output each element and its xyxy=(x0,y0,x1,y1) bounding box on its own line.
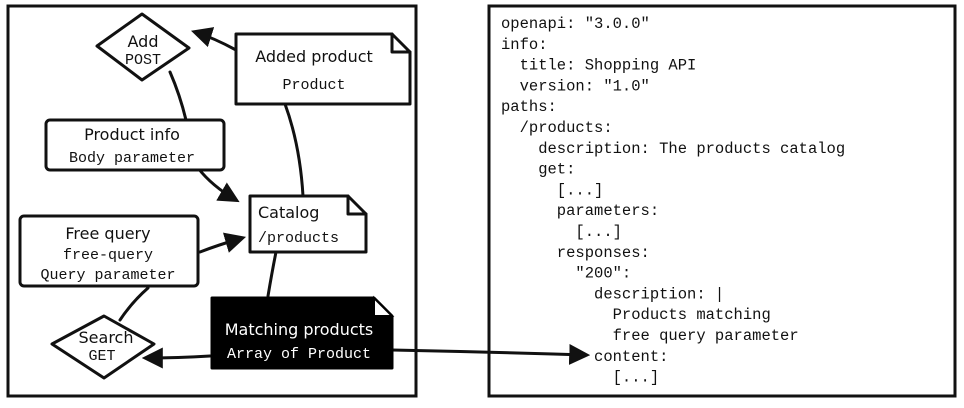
code-line: description: | xyxy=(501,285,724,303)
free-query-line1: free-query xyxy=(63,247,153,264)
catalog-title: Catalog xyxy=(258,203,319,222)
code-line: [...] xyxy=(501,181,603,199)
left-panel-frame xyxy=(6,4,418,398)
code-line: info: xyxy=(501,36,548,54)
add-node: Add POST xyxy=(95,12,191,82)
openapi-code-block: openapi: "3.0.0" info: title: Shopping AP… xyxy=(501,15,845,387)
code-line: content: xyxy=(501,348,668,366)
code-line: /products: xyxy=(501,119,613,137)
code-line: responses: xyxy=(501,244,650,262)
code-line: free query parameter xyxy=(501,327,799,345)
code-line: get: xyxy=(501,161,575,179)
edge-matching-to-search xyxy=(141,347,212,369)
product-info-title: Product info xyxy=(84,125,180,144)
code-line: version: "1.0" xyxy=(501,77,650,95)
add-title: Add xyxy=(128,32,159,51)
code-line: description: The products catalog xyxy=(501,140,845,158)
catalog-node: Catalog /products xyxy=(248,194,368,254)
catalog-subtitle: /products xyxy=(258,230,339,247)
code-line: title: Shopping API xyxy=(501,57,696,75)
edge-catalog-to-matching xyxy=(266,250,278,298)
added-product-subtitle: Product xyxy=(282,77,345,94)
search-title: Search xyxy=(79,328,134,347)
edge-add-to-product-info xyxy=(168,70,188,122)
edge-search-to-free-query xyxy=(118,286,150,322)
code-line: parameters: xyxy=(501,202,659,220)
product-info-subtitle: Body parameter xyxy=(69,150,195,167)
matching-products-subtitle: Array of Product xyxy=(227,346,371,363)
code-line: openapi: "3.0.0" xyxy=(501,15,650,33)
edge-product-info-to-catalog xyxy=(196,166,240,203)
added-product-node: Added product Product xyxy=(234,32,412,106)
edge-matching-to-content xyxy=(390,343,591,365)
code-panel-frame xyxy=(487,4,957,398)
code-line: [...] xyxy=(501,223,622,241)
free-query-line2: Query parameter xyxy=(40,267,175,284)
free-query-title: Free query xyxy=(65,224,150,243)
search-node: Search GET xyxy=(50,314,156,380)
add-subtitle: POST xyxy=(125,52,161,69)
code-line: "200": xyxy=(501,265,631,283)
matching-products-node: Matching products Array of Product xyxy=(210,295,395,370)
code-line: [...] xyxy=(501,369,659,387)
free-query-node: Free query free-query Query parameter xyxy=(18,214,200,288)
search-subtitle: GET xyxy=(88,348,115,365)
code-line: paths: xyxy=(501,98,557,116)
edge-free-query-to-catalog xyxy=(198,232,247,254)
added-product-title: Added product xyxy=(255,47,373,66)
edge-catalog-to-added-product xyxy=(283,102,305,198)
edge-added-product-to-add xyxy=(190,27,238,52)
matching-products-title: Matching products xyxy=(225,320,374,339)
product-info-node: Product info Body parameter xyxy=(44,118,226,172)
code-line: Products matching xyxy=(501,306,771,324)
